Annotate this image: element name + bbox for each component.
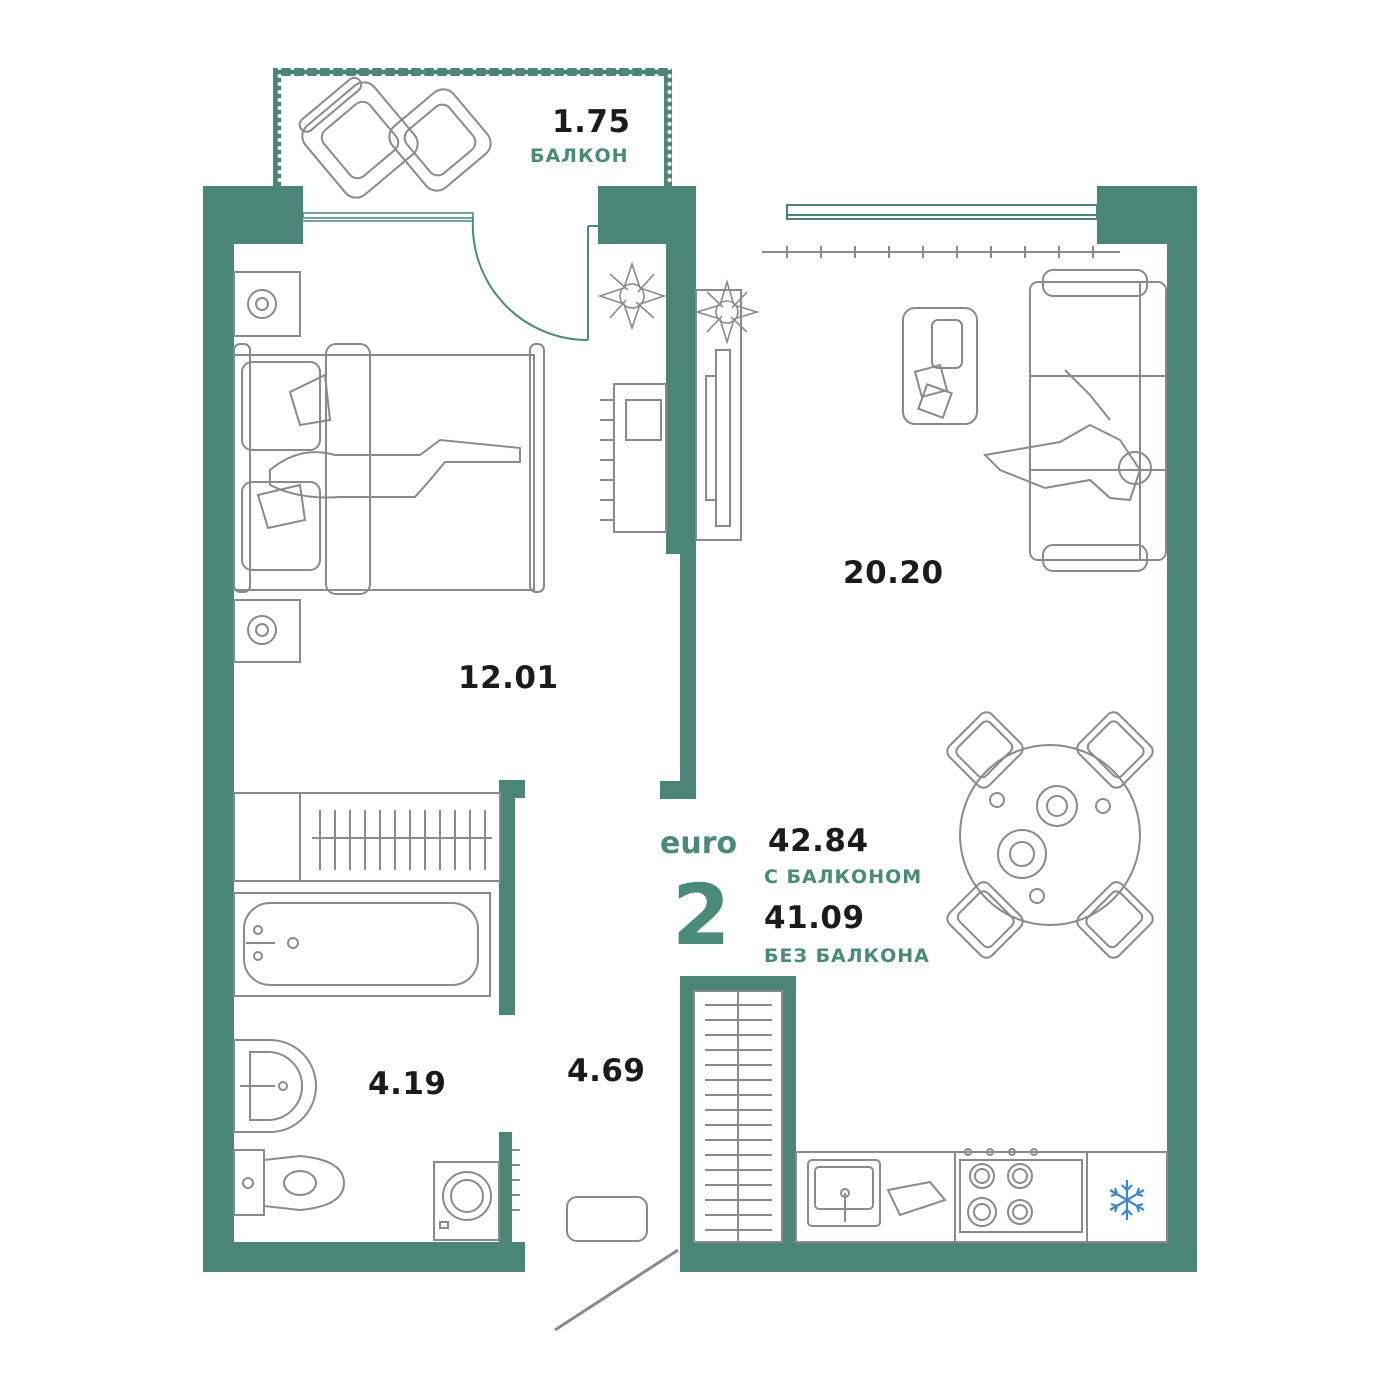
balcony-door — [471, 217, 598, 342]
bedroom-area: 12.01 — [458, 660, 559, 696]
sink-icon — [233, 1039, 317, 1133]
bathtub-icon — [233, 892, 491, 997]
nightstand — [233, 271, 301, 663]
radiator-icon — [233, 792, 501, 882]
entrance-door — [554, 1248, 679, 1332]
without-balcony-label: БЕЗ БАЛКОНА — [764, 945, 930, 967]
washing-machine-icon — [433, 1149, 520, 1241]
with-balcony-label: С БАЛКОНОМ — [764, 866, 923, 888]
armchair-icon — [298, 76, 492, 199]
curtain-rod — [762, 246, 1120, 258]
kitchen-counter — [795, 1151, 1168, 1243]
stove-icon — [959, 1148, 1083, 1233]
desk — [600, 383, 667, 533]
wardrobe — [693, 990, 783, 1243]
window-balcony — [302, 212, 474, 222]
bathroom-area: 4.19 — [368, 1066, 447, 1102]
rug — [566, 1196, 648, 1242]
kitchen-sink-icon — [807, 1159, 947, 1227]
tv-icon — [695, 289, 742, 541]
balcony-area: 1.75 — [552, 104, 631, 140]
walls — [203, 186, 1197, 1272]
bed-icon — [233, 343, 545, 595]
living-area: 20.20 — [843, 555, 944, 591]
total-with-balcony: 42.84 — [768, 823, 869, 859]
toilet-icon — [233, 1149, 346, 1216]
window-living — [786, 204, 1098, 220]
balcony — [273, 68, 672, 186]
sofa-icon — [982, 269, 1167, 572]
flat-type-label: euro — [660, 826, 738, 861]
balcony-name: БАЛКОН — [530, 145, 629, 167]
total-without-balcony: 41.09 — [764, 900, 865, 936]
dining-table-icon — [946, 711, 1154, 959]
plant-icon — [597, 261, 760, 345]
rooms-count: 2 — [672, 866, 731, 964]
coffee-table — [902, 307, 978, 425]
hall-area: 4.69 — [567, 1053, 646, 1089]
snowflake-icon — [1109, 1180, 1145, 1220]
